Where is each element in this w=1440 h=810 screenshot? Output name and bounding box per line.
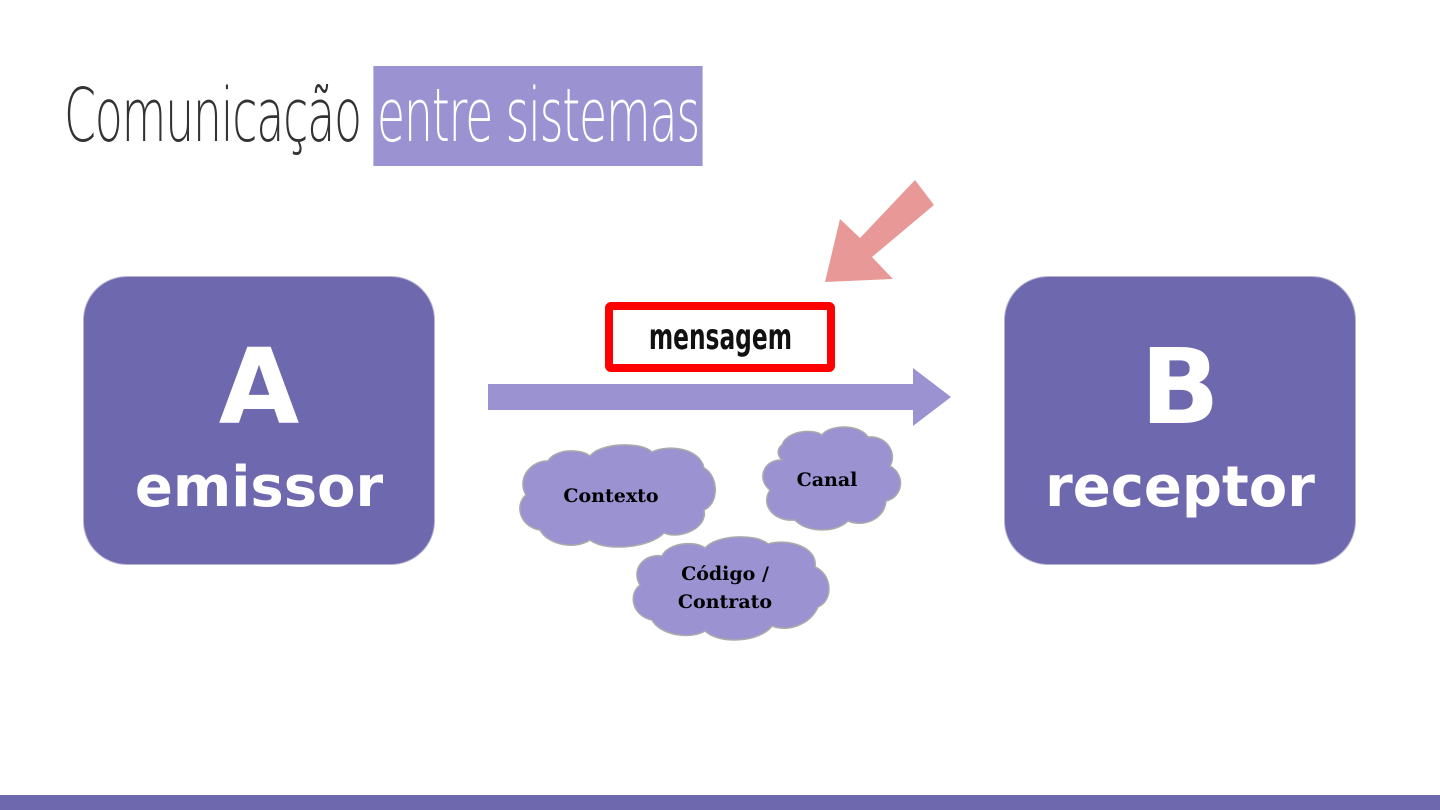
receiver-letter: B	[1140, 326, 1220, 448]
footer-bar	[0, 795, 1440, 810]
title-highlight-text: entre sistemas	[373, 66, 703, 166]
cloud-code: Código / Contrato	[632, 536, 830, 641]
receiver-node: B receptor	[1004, 276, 1356, 565]
sender-letter: A	[218, 326, 300, 448]
cloud-context-label: Contexto	[563, 485, 658, 507]
cloud-channel: Canal	[762, 426, 902, 531]
flow-arrow	[488, 368, 951, 426]
title-plain-text: Comunicação	[64, 73, 362, 159]
pointer-arrow	[825, 180, 934, 282]
slide-title: Comunicação entre sistemas	[64, 66, 703, 166]
message-label: mensagem	[648, 316, 792, 358]
receiver-role-label: receptor	[1045, 455, 1315, 520]
cloud-channel-label: Canal	[797, 469, 858, 491]
sender-node: A emissor	[83, 276, 435, 565]
cloud-code-label-line1: Código /	[681, 563, 769, 585]
cloud-code-label-line2: Contrato	[678, 591, 772, 613]
sender-role-label: emissor	[134, 455, 384, 520]
message-box: mensagem	[605, 302, 835, 372]
cloud-context: Contexto	[519, 444, 716, 548]
